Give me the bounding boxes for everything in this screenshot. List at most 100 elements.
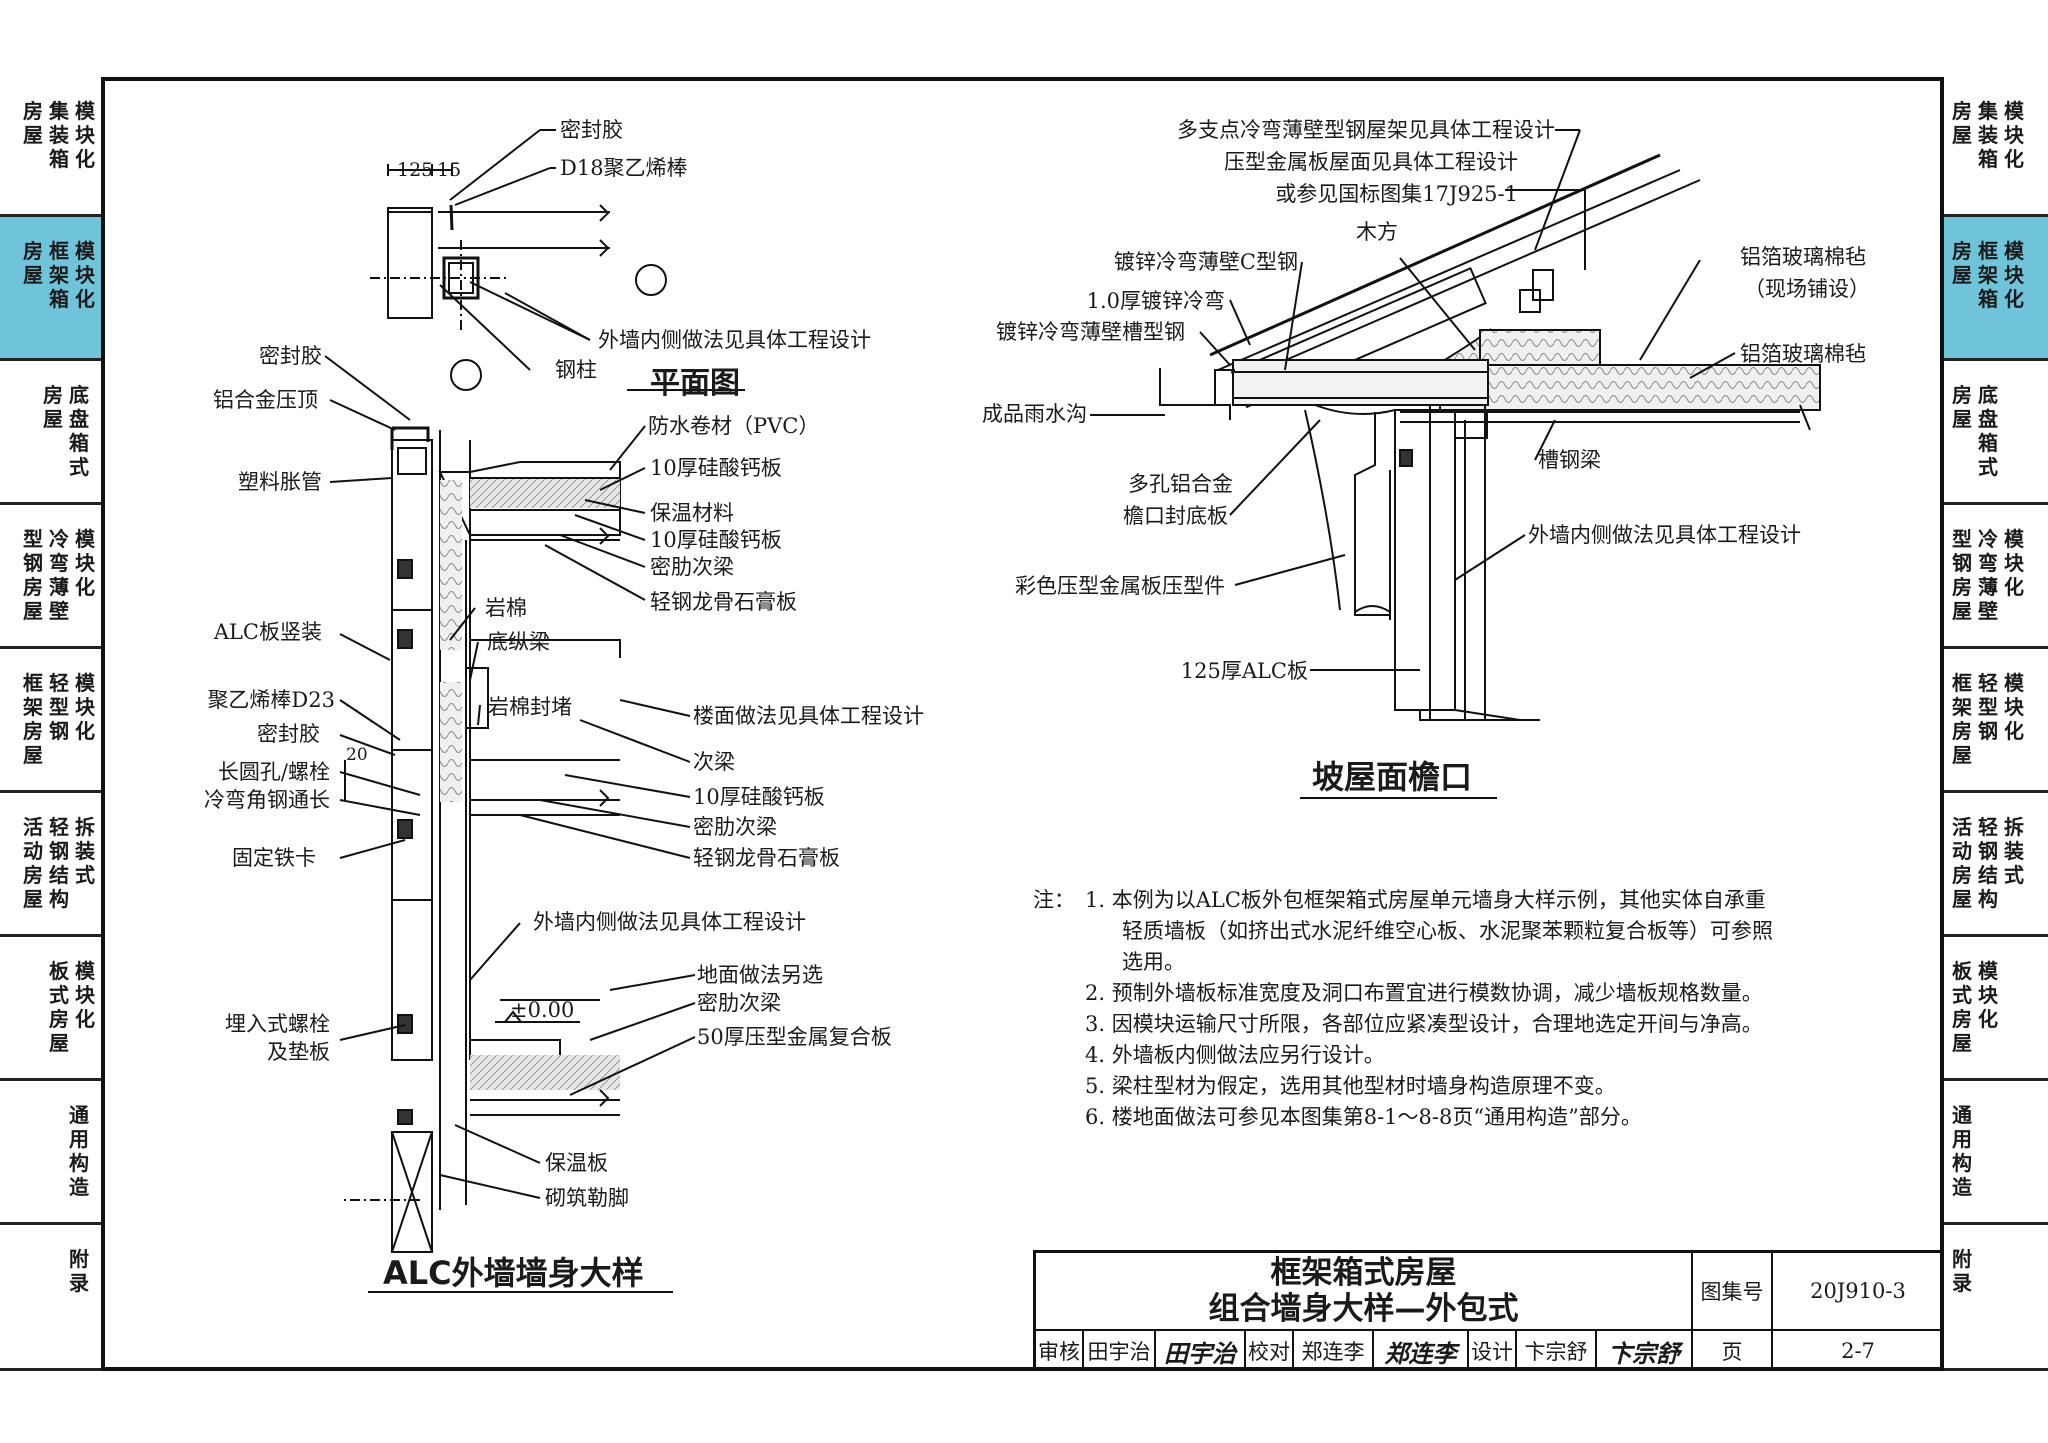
plan-title: 平面图 xyxy=(650,366,740,401)
callout-label: 密封胶 xyxy=(259,344,322,368)
checker-name: 郑连李 xyxy=(1294,1331,1374,1371)
tab-label-column: 活动房屋 xyxy=(1952,815,1972,911)
tab-label-column: 模块化 xyxy=(2004,239,2024,311)
tab-label-column: 集装箱 xyxy=(49,99,69,171)
title-block: 框架箱式房屋 组合墙身大样—外包式 图集号 20J910-3 审核 田宇治 田宇… xyxy=(1033,1250,1943,1371)
checker-signature: 郑连李 xyxy=(1374,1331,1469,1371)
eave-section xyxy=(1090,129,1821,721)
design-label: 设计 xyxy=(1469,1331,1517,1371)
callout-label: 长圆孔/螺栓 xyxy=(217,760,330,784)
page-number: 2-7 xyxy=(1841,1339,1875,1363)
tab-label-column: 通用构造 xyxy=(1952,1103,1972,1199)
callout-label: ALC板竖装 xyxy=(213,620,322,644)
callout-label: 岩棉封堵 xyxy=(488,695,572,719)
tab-label-column: 框架箱 xyxy=(49,239,69,311)
page-label: 页 xyxy=(1693,1331,1773,1371)
callout-label: D18聚乙烯棒 xyxy=(560,156,688,180)
callout-label: 压型金属板屋面见具体工程设计 xyxy=(1224,150,1518,174)
right-tab-5[interactable]: 活动房屋轻钢结构拆装式 xyxy=(1944,793,2048,937)
eave-title: 坡屋面檐口 xyxy=(1312,758,1473,796)
left-tab-5[interactable]: 拆装式轻钢结构活动房屋 xyxy=(0,793,101,937)
right-tab-2[interactable]: 房屋底盘箱式 xyxy=(1944,361,2048,505)
callout-label: 底纵梁 xyxy=(487,630,550,654)
callout-label: 密肋次梁 xyxy=(697,991,781,1015)
callout-label: 密封胶 xyxy=(257,722,320,746)
tab-label-column: 房屋 xyxy=(1952,99,1972,147)
callout-label: 保温板 xyxy=(545,1151,608,1175)
tab-label-column: 轻型钢 xyxy=(49,671,69,743)
tab-label-column: 模块化 xyxy=(2004,99,2024,171)
callout-label: 15 xyxy=(437,159,462,181)
callout-label: 外墙内侧做法见具体工程设计 xyxy=(1528,523,1801,547)
callout-label: 塑料胀管 xyxy=(238,470,322,494)
callout-label: 保温材料 xyxy=(650,501,734,525)
callout-label: 20 xyxy=(346,745,368,765)
tab-label-column: 板式房屋 xyxy=(1952,959,1972,1055)
right-tab-0[interactable]: 房屋集装箱模块化 xyxy=(1944,77,2048,217)
tab-label-column: 模块化 xyxy=(75,99,95,171)
tab-label-column: 通用构造 xyxy=(69,1103,89,1199)
callout-label: 外墙内侧做法见具体工程设计 xyxy=(533,910,806,934)
left-tab-3[interactable]: 模块化冷弯薄壁型钢房屋 xyxy=(0,505,101,649)
right-tab-6[interactable]: 板式房屋模块化 xyxy=(1944,937,2048,1081)
left-tab-7[interactable]: 通用构造 xyxy=(0,1081,101,1225)
callout-label: 槽钢梁 xyxy=(1538,448,1601,472)
callout-label: 10厚硅酸钙板 xyxy=(693,785,825,809)
left-tab-0[interactable]: 模块化集装箱房屋 xyxy=(0,77,101,217)
callout-label: 多支点冷弯薄壁型钢屋架见具体工程设计 xyxy=(1177,118,1555,142)
tab-label-column: 框架房屋 xyxy=(1952,671,1972,767)
tab-label-column: 轻钢结构 xyxy=(49,815,69,911)
tab-label-column: 房屋 xyxy=(43,383,63,431)
tab-label-column: 模块化 xyxy=(2004,527,2024,599)
tab-label-column: 集装箱 xyxy=(1978,99,1998,171)
wall-section xyxy=(324,355,696,1253)
callout-label: 10厚硅酸钙板 xyxy=(650,528,782,552)
callout-label: 成品雨水沟 xyxy=(982,402,1087,426)
callout-label: 砌筑勒脚 xyxy=(545,1186,629,1210)
note-line: 5. 梁柱型材为假定，选用其他型材时墙身构造原理不变。 xyxy=(1085,1074,1616,1098)
tab-label-column: 模块化 xyxy=(1978,959,1998,1031)
tab-label-column: 模块化 xyxy=(75,671,95,743)
tab-label-column: 房屋 xyxy=(23,99,43,147)
callout-label: 冷弯角钢通长 xyxy=(204,788,330,812)
callout-label: 铝箔玻璃棉毡 xyxy=(1740,342,1866,366)
callout-label: 彩色压型金属板压型件 xyxy=(1015,574,1225,598)
left-tab-2[interactable]: 底盘箱式房屋 xyxy=(0,361,101,505)
callout-label: 轻钢龙骨石膏板 xyxy=(650,590,797,614)
right-tab-1[interactable]: 房屋框架箱模块化 xyxy=(1944,217,2048,361)
callout-label: ±0.00 xyxy=(510,998,575,1022)
callout-label: 1.0厚镀锌冷弯 xyxy=(1086,289,1225,313)
left-tab-6[interactable]: 模块化板式房屋 xyxy=(0,937,101,1081)
reviewer-name: 田宇治 xyxy=(1084,1331,1156,1371)
callout-label: 木方 xyxy=(1356,220,1398,244)
tab-label-column: 冷弯薄壁 xyxy=(1978,527,1998,623)
reviewer-signature: 田宇治 xyxy=(1156,1331,1246,1371)
callout-label: 外墙内侧做法见具体工程设计 xyxy=(598,328,871,352)
tab-label-column: 拆装式 xyxy=(2004,815,2024,887)
callout-label: 聚乙烯棒D23 xyxy=(207,688,335,712)
callout-label: 楼面做法见具体工程设计 xyxy=(693,704,924,728)
right-tab-3[interactable]: 型钢房屋冷弯薄壁模块化 xyxy=(1944,505,2048,649)
atlas-label: 图集号 xyxy=(1693,1253,1773,1331)
tab-label-column: 框架箱 xyxy=(1978,239,1998,311)
wall-section-title: ALC外墙墙身大样 xyxy=(383,1254,644,1292)
left-tab-8[interactable]: 附录 xyxy=(0,1225,101,1371)
callout-label: 125 xyxy=(397,159,434,181)
drawing-title-line1: 框架箱式房屋 xyxy=(1270,1255,1457,1291)
right-tab-7[interactable]: 通用构造 xyxy=(1944,1081,2048,1225)
right-tab-8[interactable]: 附录 xyxy=(1944,1225,2048,1371)
callout-label: 125厚ALC板 xyxy=(1180,659,1308,683)
review-label: 审核 xyxy=(1036,1331,1084,1371)
left-tab-4[interactable]: 模块化轻型钢框架房屋 xyxy=(0,649,101,793)
note-line: 2. 预制外墙板标准宽度及洞口布置宜进行模数协调，减少墙板规格数量。 xyxy=(1085,981,1763,1005)
left-tab-1[interactable]: 模块化框架箱房屋 xyxy=(0,217,101,361)
tab-label-column: 轻钢结构 xyxy=(1978,815,1998,911)
right-tab-4[interactable]: 框架房屋轻型钢模块化 xyxy=(1944,649,2048,793)
designer-signature: 卞宗舒 xyxy=(1597,1331,1693,1371)
tab-label-column: 模块化 xyxy=(75,959,95,1031)
callout-label: 10厚硅酸钙板 xyxy=(650,456,782,480)
callout-label: 或参见国标图集17J925-1 xyxy=(1275,182,1518,206)
callout-label: 轻钢龙骨石膏板 xyxy=(693,846,840,870)
callout-label: 密封胶 xyxy=(560,118,623,142)
callout-label: 地面做法另选 xyxy=(697,963,823,987)
